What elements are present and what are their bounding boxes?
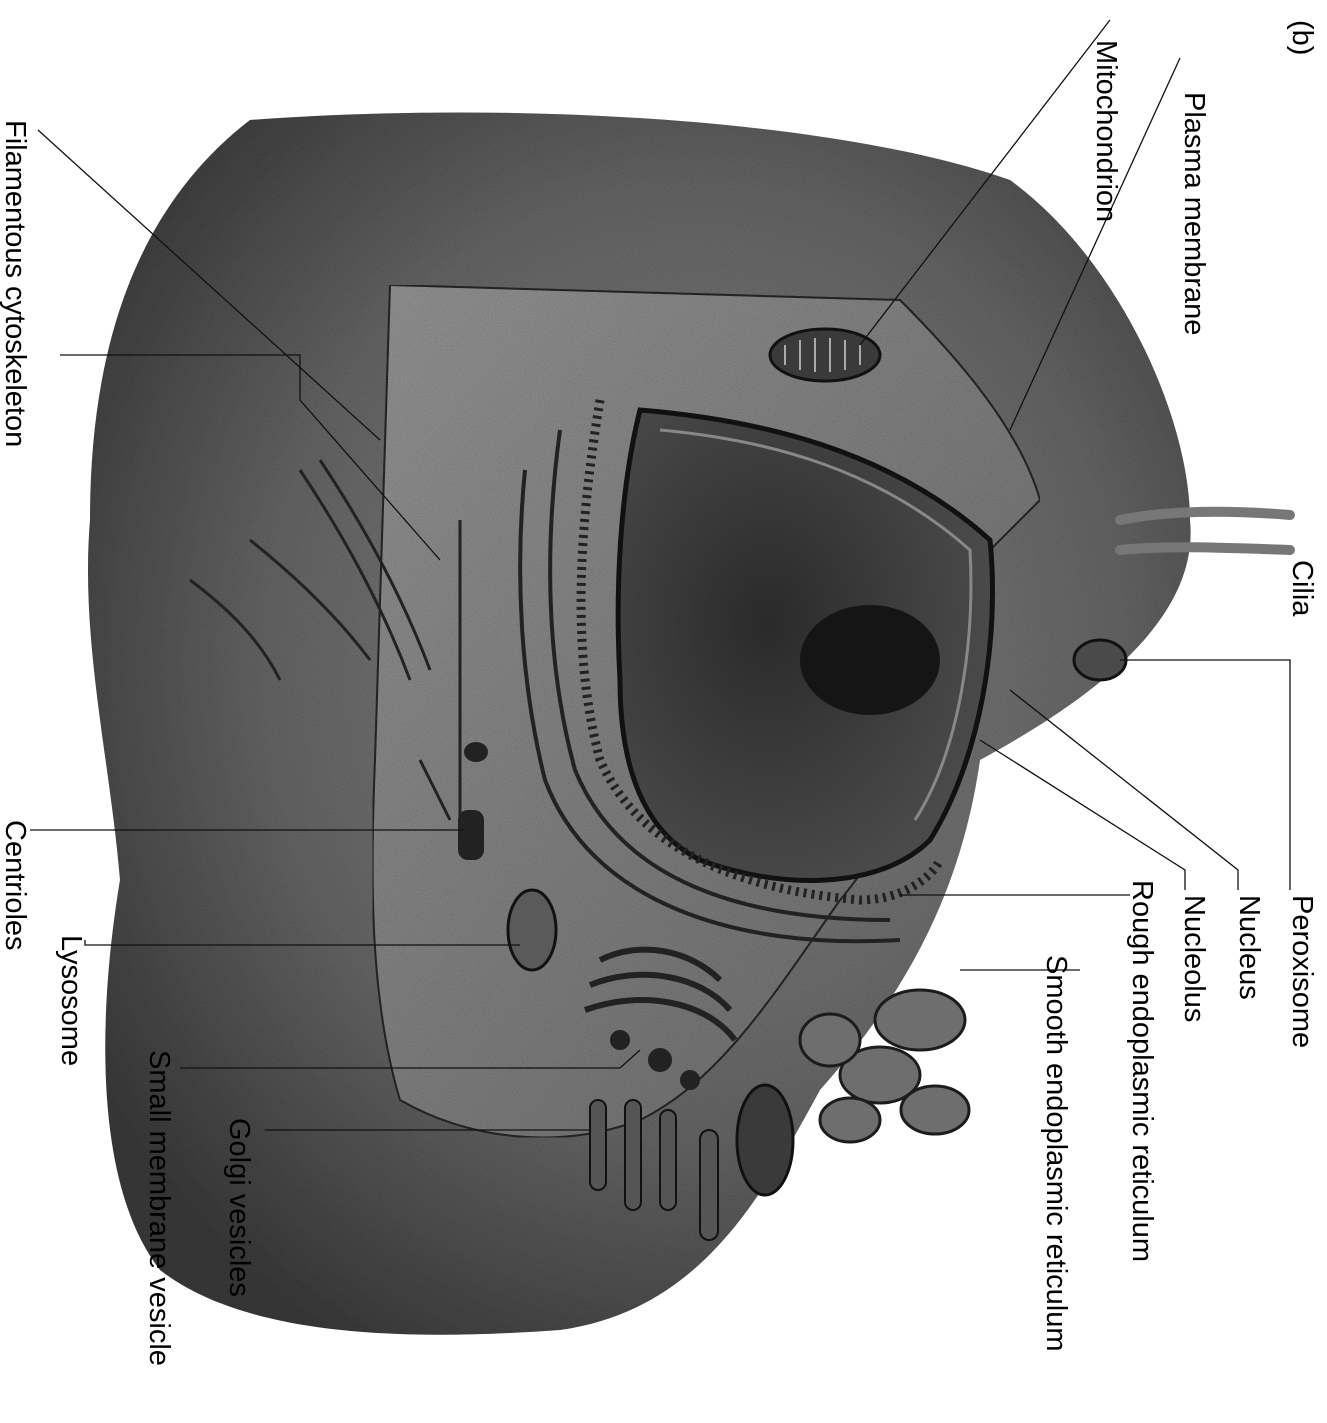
nucleolus-shape [800, 605, 940, 715]
label-nucleus: Nucleus [1233, 895, 1265, 1000]
panel-label: (b) [1286, 20, 1318, 55]
mitochondrion-lower [737, 1085, 793, 1195]
label-golgi-vesicles: Golgi vesicles [223, 1118, 255, 1297]
mitochondrion-shape [770, 329, 880, 381]
label-lysosome: Lysosome [55, 935, 87, 1066]
label-peroxisome: Peroxisome [1286, 895, 1318, 1048]
leader-peroxisome [1120, 660, 1290, 890]
lysosome-shape [508, 890, 556, 970]
label-plasma-membrane: Plasma membrane [1178, 92, 1210, 335]
label-nucleolus: Nucleolus [1178, 895, 1210, 1022]
label-centrioles: Centrioles [0, 820, 31, 951]
label-rough-er: Rough endoplasmic reticulum [1126, 880, 1158, 1262]
peroxisome-shape [1074, 640, 1126, 680]
leader-nucleolus [980, 740, 1185, 890]
smooth-er-shape [800, 990, 969, 1142]
label-mitochondrion: Mitochondrion [1090, 40, 1122, 222]
label-cilia: Cilia [1286, 560, 1318, 617]
label-small-membrane-vesicle: Small membrane vesicle [143, 1050, 175, 1366]
label-smooth-er: Smooth endoplasmic reticulum [1040, 955, 1072, 1352]
label-filamentous-cytoskeleton: Filamentous cytoskeleton [0, 120, 31, 447]
